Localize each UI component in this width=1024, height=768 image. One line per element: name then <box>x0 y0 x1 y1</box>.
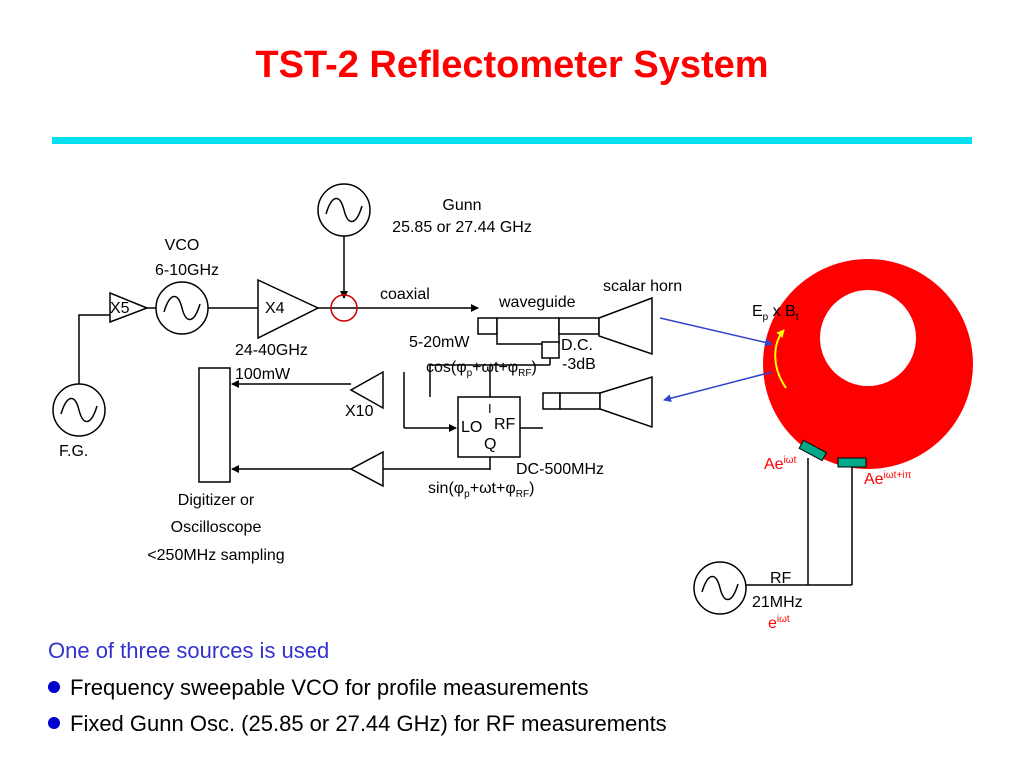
scalar-horn-tx <box>598 296 653 356</box>
mixer-marker <box>330 294 358 322</box>
ep-bt-label: Ep x Bt <box>752 303 799 323</box>
antenna-2 <box>837 457 867 468</box>
x10-label: X10 <box>345 403 374 420</box>
dc-atten-label: -3dB <box>562 356 596 373</box>
digitizer-label-2: Oscilloscope <box>170 519 262 536</box>
antenna-1 <box>798 439 828 462</box>
beam-in-arrow <box>659 317 773 347</box>
gunn-oscillator <box>317 183 371 237</box>
bullet-heading: One of three sources is used <box>48 638 330 663</box>
waveguide-section <box>496 317 560 345</box>
title-rule <box>52 137 972 144</box>
fg-oscillator <box>52 383 106 437</box>
beam-out-arrow <box>663 371 773 403</box>
q-amplifier <box>349 450 384 488</box>
dc-label: D.C. <box>561 337 593 354</box>
bullet-item-2: Fixed Gunn Osc. (25.85 or 27.44 GHz) for… <box>48 711 667 737</box>
power-level-label: 5-20mW <box>409 334 470 351</box>
bullet-dot-icon <box>48 681 60 693</box>
plasma-hole <box>820 290 916 386</box>
coaxial-label: coaxial <box>380 286 430 303</box>
scalar-horn-label: scalar horn <box>603 278 683 295</box>
bullet-item-1: Frequency sweepable VCO for profile meas… <box>48 675 667 701</box>
x10-amplifier <box>349 370 384 410</box>
sin-signal-label: sin(φp+ωt+φRF) <box>428 480 535 500</box>
fg-line <box>78 314 110 384</box>
x5-multiplier <box>109 291 150 324</box>
mixer-i-label: I <box>488 401 492 416</box>
gunn-label: Gunn <box>442 197 482 214</box>
exb-arrow <box>774 329 787 389</box>
digitizer-label-3: <250MHz sampling <box>147 547 285 564</box>
x4-label: X4 <box>265 300 285 317</box>
mixer-q-label: Q <box>484 436 497 453</box>
bullet-dot-icon <box>48 717 60 729</box>
vco-oscillator <box>155 281 209 335</box>
rf-source-label: RF <box>770 570 792 587</box>
vco-label: VCO <box>164 237 200 254</box>
mixer-rf-label: RF <box>494 416 516 433</box>
bullet-section: One of three sources is used Frequency s… <box>48 638 667 747</box>
amp-freq-label: 24-40GHz <box>235 342 308 359</box>
cos-signal-label: cos(φp+ωt+φRF) <box>426 359 537 379</box>
rf-phase-label: eiωt <box>768 614 790 632</box>
mixer-lo-label: LO <box>461 419 483 436</box>
ae1-label: Aeiωt <box>764 455 797 473</box>
rf-freq-label: 21MHz <box>752 594 803 611</box>
digitizer-box <box>198 367 231 483</box>
amp-power-label: 100mW <box>235 366 291 383</box>
directional-coupler <box>541 341 560 359</box>
gunn-freq-label: 25.85 or 27.44 GHz <box>392 219 532 236</box>
slide-title: TST-2 Reflectometer System <box>255 44 769 86</box>
rf-oscillator <box>693 561 747 615</box>
x5-label: X5 <box>110 300 130 317</box>
waveguide-label: waveguide <box>499 294 576 311</box>
vco-freq-label: 6-10GHz <box>154 262 220 279</box>
digitizer-label-1: Digitizer or <box>177 492 255 509</box>
fg-label: F.G. <box>59 443 89 460</box>
x4-amplifier <box>257 278 320 340</box>
bandwidth-label: DC-500MHz <box>516 461 605 478</box>
ae2-label: Aeiωt+iπ <box>864 470 912 488</box>
scalar-horn-rx <box>599 375 653 429</box>
iq-mixer <box>457 396 521 458</box>
